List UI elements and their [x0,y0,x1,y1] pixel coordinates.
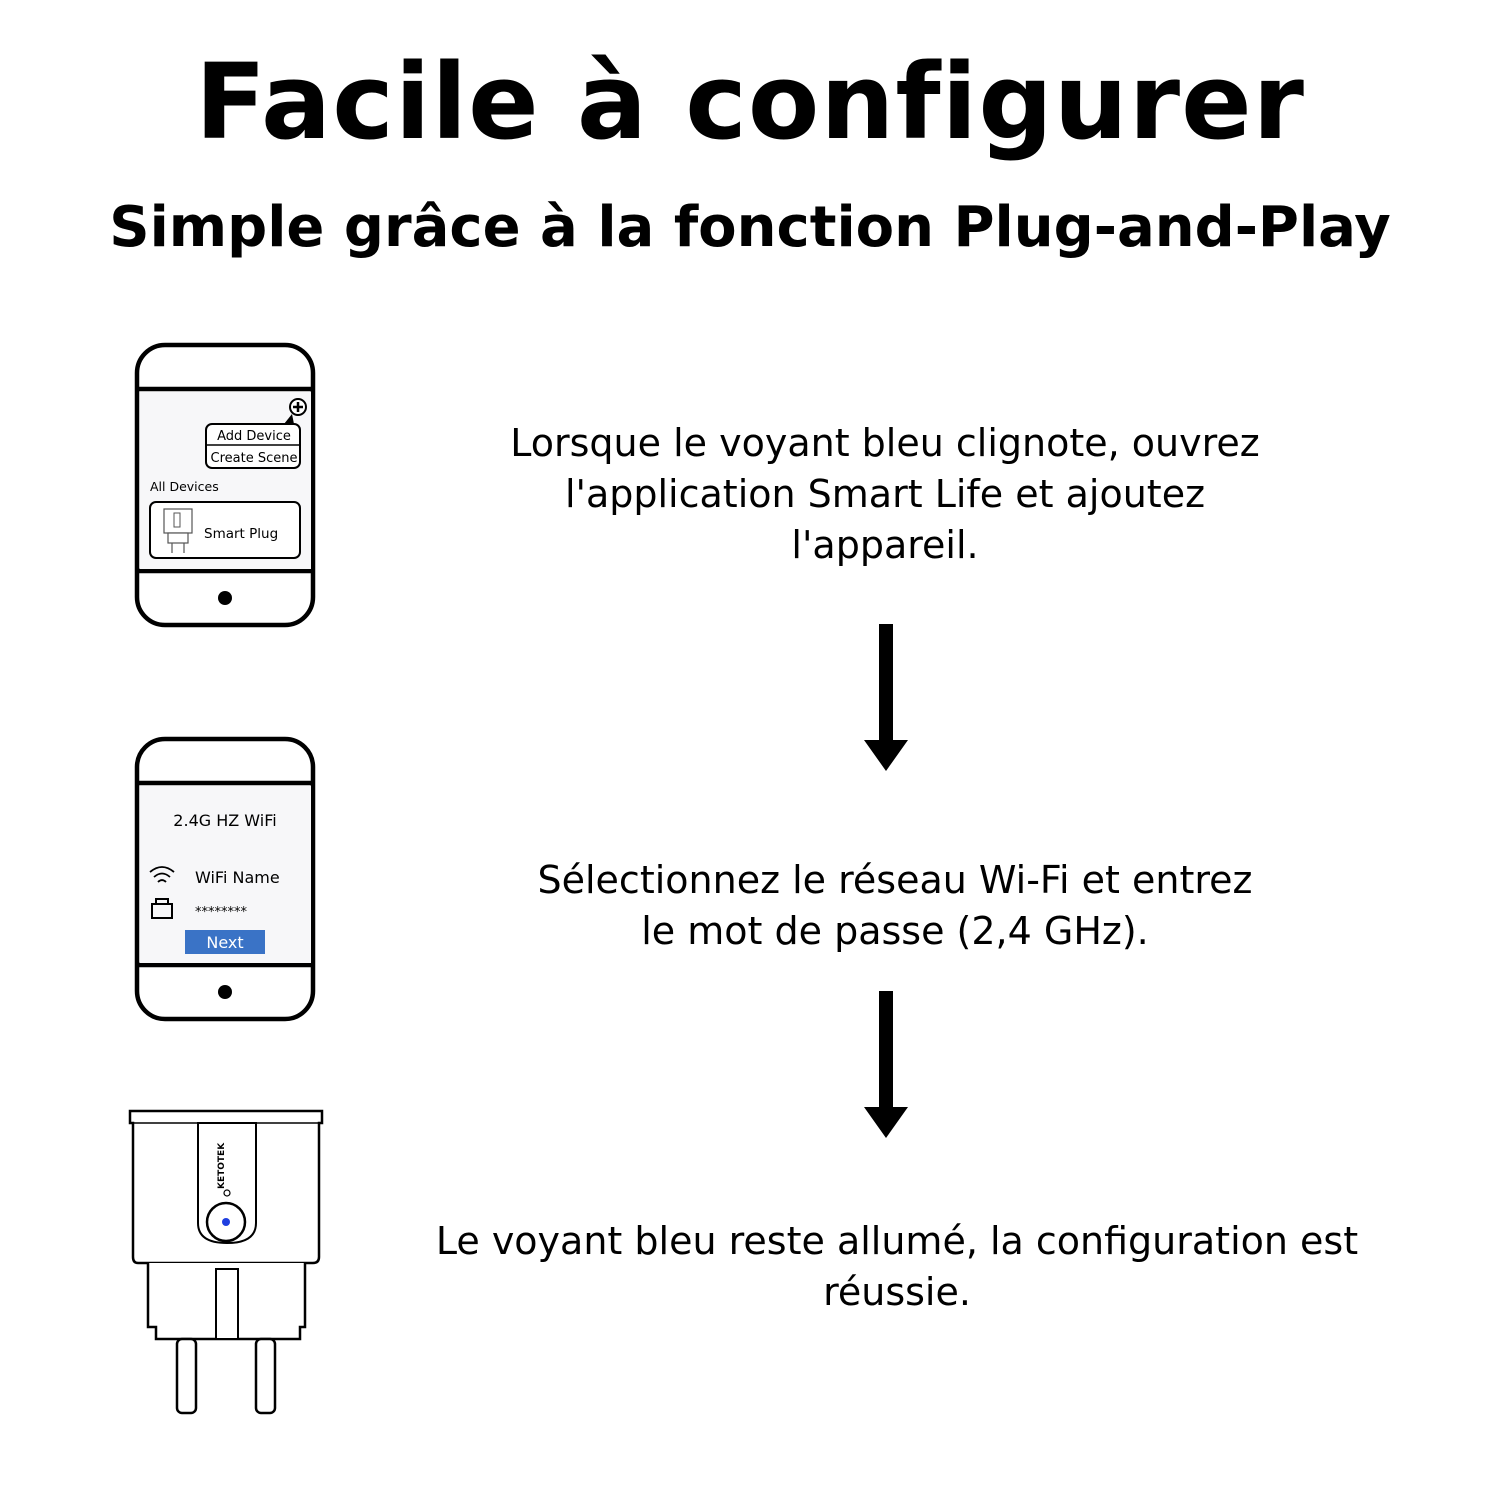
network-title: 2.4G HZ WiFi [173,811,276,830]
step-3-text: Le voyant bleu reste allumé, la configur… [360,1216,1434,1318]
device-name: Smart Plug [204,526,278,542]
step-1-line-2: l'application Smart Life et ajoutez l'ap… [564,472,1206,567]
home-button-icon [218,591,232,605]
add-icon[interactable] [284,398,307,424]
step-3-line-1: Le voyant bleu reste allumé, la configur… [435,1219,1359,1314]
plug-pin-right [254,1337,277,1415]
password-field[interactable]: ******** [195,905,248,920]
step-2-line-1: Sélectionnez le réseau Wi-Fi et entrez [537,858,1253,902]
down-arrow-icon [864,991,908,1138]
next-button[interactable] [185,930,265,954]
smart-plug-illustration: KETOTEK [126,1105,328,1420]
wifi-name-field[interactable]: WiFi Name [195,868,280,887]
all-devices-label: All Devices [150,479,219,494]
blue-led-indicator [222,1218,230,1226]
down-arrow-icon [864,624,908,771]
phone-add-device-illustration: Add Device Create Scene All Devices Smar… [134,342,318,630]
page-subtitle: Simple grâce à la fonction Plug-and-Play [109,195,1391,260]
step-1-text: Lorsque le voyant bleu clignote, ouvrez … [470,418,1300,571]
wifi-icon [149,866,175,883]
step-1-line-1: Lorsque le voyant bleu clignote, ouvrez [510,421,1260,465]
step-2-text: Sélectionnez le réseau Wi-Fi et entrez l… [480,855,1310,957]
page-title: Facile à configurer [195,41,1305,163]
brand-logo-icon [223,1189,231,1197]
menu-item-add-device[interactable]: Add Device [217,429,291,444]
home-button-icon [218,985,232,999]
phone-wifi-illustration: 2.4G HZ WiFi WiFi Name ******** Next [134,736,318,1024]
smart-plug-icon [163,508,193,553]
plug-pin-left [175,1337,198,1415]
lock-icon [151,898,173,919]
menu-item-create-scene[interactable]: Create Scene [211,451,298,466]
brand-logo-text: KETOTEK [217,1142,227,1189]
step-2-line-2: le mot de passe (2,4 GHz). [641,909,1149,953]
next-button-label[interactable]: Next [206,933,243,952]
